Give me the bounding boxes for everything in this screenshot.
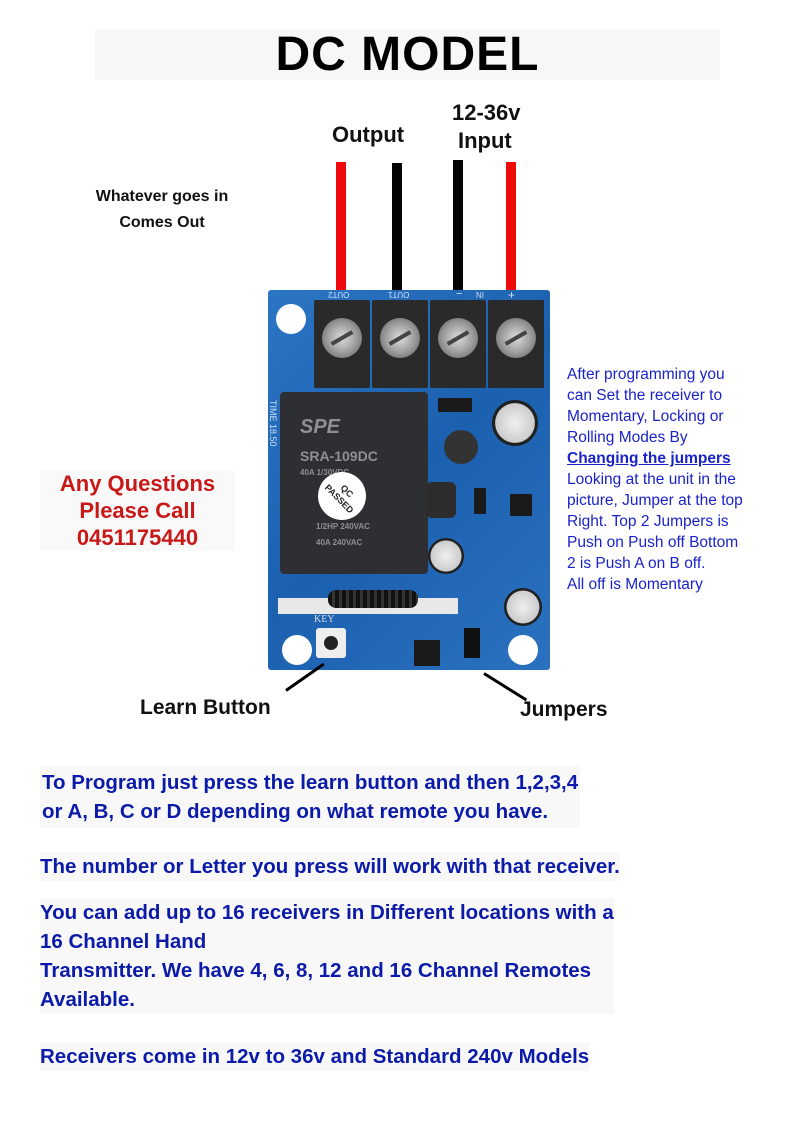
models-instruction: Receivers come in 12v to 36v and Standar… (40, 1042, 590, 1071)
key-label: KEY (314, 614, 335, 625)
screw-icon (438, 318, 478, 358)
contact-line2: Please Call (79, 498, 196, 523)
relay-spec: 40A 240VAC (316, 538, 363, 547)
ic-chip (510, 494, 532, 516)
screw-icon (380, 318, 420, 358)
program-instructions: To Program just press the learn button a… (40, 766, 581, 828)
terminal-label-minus: − (456, 288, 463, 300)
screw-terminal-out2 (314, 300, 370, 388)
contact-block: Any Questions Please Call 0451175440 (40, 470, 235, 551)
capacitor (492, 400, 538, 446)
antenna-coil (328, 590, 418, 608)
screw-icon (322, 318, 362, 358)
learn-button-callout: Learn Button (140, 696, 271, 719)
output-positive-wire (336, 162, 346, 292)
input-positive-wire (506, 162, 516, 292)
mounting-hole (508, 635, 538, 665)
inductor (426, 482, 456, 518)
contact-line1: Any Questions (59, 471, 216, 496)
jumper-note-line: 2 is Push A on B off. (567, 555, 706, 572)
jumper-note-line: All off is Momentary (567, 576, 703, 593)
diode (438, 398, 472, 412)
learn-button[interactable] (316, 628, 346, 658)
receivers-instructions: You can add up to 16 receivers in Differ… (40, 898, 614, 1014)
mode-jumpers[interactable] (464, 628, 480, 658)
terminal-label-in: IN (476, 290, 484, 299)
receivers-line3: Transmitter. We have 4, 6, 8, 12 and 16 … (40, 959, 592, 982)
output-label: Output (332, 122, 405, 147)
capacitor (504, 588, 542, 626)
jumper-note-line: Looking at the unit in the (567, 471, 736, 488)
jumpers-callout: Jumpers (520, 698, 608, 721)
receivers-line1: You can add up to 16 receivers in Differ… (40, 901, 614, 924)
terminal-label-out1: OUT1 (388, 290, 410, 299)
jumper-note-line: can Set the receiver to (567, 387, 723, 404)
input-voltage-label: 12-36v (452, 100, 521, 125)
light-sensor (444, 430, 478, 464)
terminal-label-plus: + (508, 288, 516, 302)
diode (474, 488, 486, 514)
mounting-hole (276, 304, 306, 334)
output-negative-wire (392, 163, 402, 292)
jumper-note-line: picture, Jumper at the top (567, 492, 743, 509)
passthrough-note-line2: Comes Out (119, 214, 205, 231)
board-side-print: TIME 18.50 (268, 400, 278, 447)
letter-instruction: The number or Letter you press will work… (40, 852, 620, 881)
passthrough-note: Whatever goes in Comes Out (72, 184, 252, 236)
relay-model: SRA-109DC (300, 448, 378, 464)
program-line2: or A, B, C or D depending on what remote… (42, 800, 549, 823)
screw-terminal-in-positive (488, 300, 544, 388)
passthrough-note-line1: Whatever goes in (95, 188, 229, 205)
screw-terminal-in-negative (430, 300, 486, 388)
screw-icon (496, 318, 536, 358)
screw-terminal-out1 (372, 300, 428, 388)
jumper-instructions: After programming you can Set the receiv… (567, 364, 787, 595)
mounting-hole (282, 635, 312, 665)
receiver-board: OUT2 OUT1 − IN + TIME 18.50 SPE SRA-109D… (268, 288, 550, 670)
terminal-label-out2: OUT2 (328, 290, 350, 299)
contact-phone[interactable]: 0451175440 (76, 525, 199, 550)
jumper-note-line: Rolling Modes By (567, 429, 688, 446)
page-title: DC MODEL (95, 30, 720, 80)
relay-spec: 1/2HP 240VAC (316, 522, 370, 531)
input-label: Input (458, 128, 512, 153)
capacitor (428, 538, 464, 574)
ic-chip (414, 640, 440, 666)
jumper-note-line: Right. Top 2 Jumpers is (567, 513, 729, 530)
jumpers-pointer (483, 672, 528, 702)
relay-brand: SPE (300, 416, 341, 438)
program-line1: To Program just press the learn button a… (42, 771, 579, 794)
receivers-line4: Available. (40, 988, 135, 1011)
relay-spec: 40A 1/30VDC (300, 468, 350, 477)
receivers-line2: 16 Channel Hand (40, 930, 207, 953)
jumper-note-heading: Changing the jumpers (567, 450, 731, 467)
input-negative-wire (453, 160, 463, 292)
jumper-note-line: Push on Push off Bottom (567, 534, 739, 551)
jumper-note-line: Momentary, Locking or (567, 408, 724, 425)
jumper-note-line: After programming you (567, 366, 725, 383)
